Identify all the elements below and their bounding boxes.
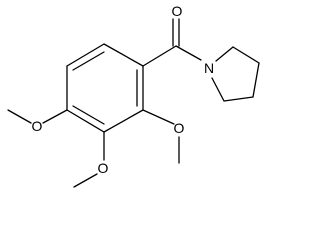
ring-bond-bottom-left — [66, 109, 105, 133]
methoxy-bottom-oxygen-label: O — [98, 160, 109, 176]
amide-nitrogen-label: N — [204, 60, 214, 76]
carbonyl-oxygen-label: O — [172, 3, 183, 19]
methoxy-right-oxygen-label: O — [174, 120, 185, 136]
methoxy-left-ring-bond — [42, 109, 68, 124]
ring-bond-top-left — [66, 43, 105, 67]
pyrrolidine-ring — [211, 46, 260, 102]
carbonyl-group — [142, 18, 202, 67]
methoxy-left-oxygen-label: O — [32, 118, 43, 134]
ring-bond-bottom-right — [103, 109, 144, 133]
benzene-ring — [66, 43, 144, 133]
pyrrolidine-bond-n-upper — [215, 46, 234, 62]
pyrrolidine-bond-n-lower — [211, 77, 225, 102]
molecule-structure: O N O O O — [7, 3, 260, 188]
methoxy-groups — [7, 109, 180, 188]
ring-double-bond-top-left — [72, 51, 105, 71]
pyrrolidine-bond-top — [232, 46, 260, 64]
ring-to-carbonyl-bond — [142, 45, 177, 67]
methoxy-left-methyl-bond — [7, 109, 32, 124]
methoxy-bottom-methyl-bond — [73, 173, 98, 188]
structure-canvas: O N O O O — [7, 3, 260, 188]
ring-bond-top — [103, 43, 144, 67]
pyrrolidine-bond-right — [252, 62, 260, 98]
carbonyl-to-nitrogen-bond — [175, 45, 202, 61]
ring-double-bond-bottom-left — [72, 105, 105, 125]
methoxy-right-ring-bond — [142, 109, 175, 125]
pyrrolidine-bond-bottom — [223, 96, 254, 102]
